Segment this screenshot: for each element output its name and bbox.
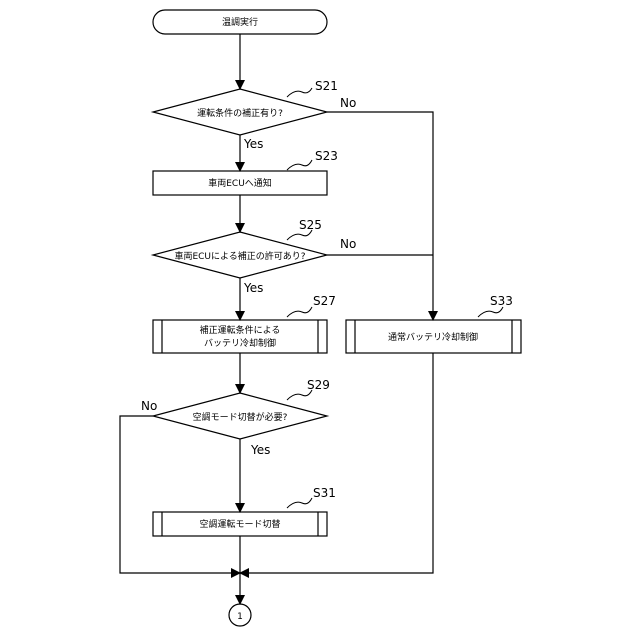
flow-s21-no: [327, 112, 433, 320]
step-s29: S29: [307, 378, 330, 392]
decision-s29-text: 空調モード切替が必要?: [193, 411, 288, 423]
s29-no-label: No: [141, 399, 157, 413]
step-s21: S21: [315, 79, 338, 93]
start-label: 温調実行: [222, 16, 258, 28]
connector-label: 1: [237, 612, 243, 622]
s25-no-label: No: [340, 237, 356, 251]
flow-s29-no: [120, 416, 240, 573]
process-s31: 空調運転モード切替: [153, 512, 327, 536]
s25-yes-label: Yes: [243, 281, 263, 295]
process-s31-text: 空調運転モード切替: [199, 518, 280, 530]
step-label-s31: S31: [287, 486, 336, 508]
step-label-s29: S29: [287, 378, 330, 400]
s21-yes-label: Yes: [243, 137, 263, 151]
process-s23-text: 車両ECUへ通知: [208, 177, 272, 189]
process-s23: 車両ECUへ通知: [153, 171, 327, 195]
step-label-s23: S23: [287, 149, 338, 170]
connector-1: 1: [229, 604, 251, 626]
step-label-s27: S27: [287, 294, 336, 317]
process-s33: 通常バッテリ冷却制御: [346, 320, 521, 353]
decision-s25: 車両ECUによる補正の許可あり?: [153, 232, 327, 278]
step-s25: S25: [299, 218, 322, 232]
step-label-s25: S25: [287, 218, 322, 240]
step-label-s21: S21: [287, 79, 338, 97]
step-s27: S27: [313, 294, 336, 308]
flow-s33-return: [240, 353, 433, 573]
process-s27-line2: バッテリ冷却制御: [204, 337, 276, 349]
decision-s29: 空調モード切替が必要?: [153, 393, 327, 439]
step-s31: S31: [313, 486, 336, 500]
start-terminal: 温調実行: [153, 10, 327, 34]
decision-s21-text: 運転条件の補正有り?: [197, 107, 283, 119]
step-label-s33: S33: [478, 294, 513, 317]
process-s27: 補正運転条件による バッテリ冷却制御: [153, 320, 327, 353]
process-s33-text: 通常バッテリ冷却制御: [388, 331, 478, 343]
decision-s21: 運転条件の補正有り?: [153, 89, 327, 135]
step-s23: S23: [315, 149, 338, 163]
s29-yes-label: Yes: [250, 443, 270, 457]
step-s33: S33: [490, 294, 513, 308]
s21-no-label: No: [340, 96, 356, 110]
process-s27-line1: 補正運転条件による: [200, 324, 281, 336]
decision-s25-text: 車両ECUによる補正の許可あり?: [174, 250, 305, 262]
